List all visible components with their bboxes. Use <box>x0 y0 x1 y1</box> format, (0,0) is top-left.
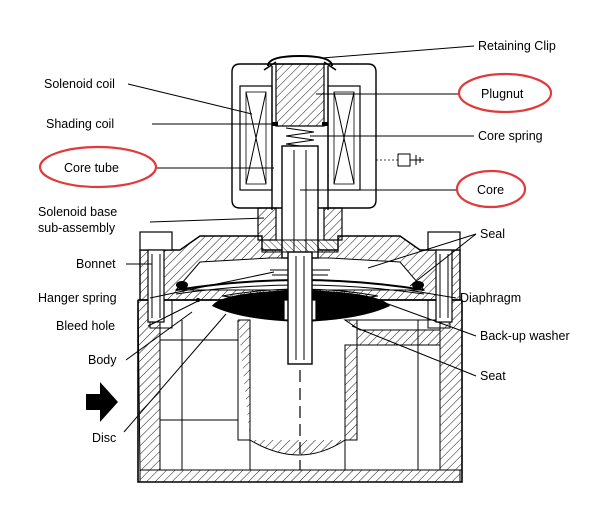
label-seat: Seat <box>480 369 506 383</box>
plugnut-highlight <box>457 72 553 114</box>
label-bleed-hole: Bleed hole <box>56 319 115 333</box>
label-retaining-clip: Retaining Clip <box>478 39 556 53</box>
label-plugnut: Plugnut <box>481 87 524 101</box>
label-solenoid-coil: Solenoid coil <box>44 77 115 91</box>
label-shading-coil: Shading coil <box>46 117 114 131</box>
label-hanger-spring: Hanger spring <box>38 291 117 305</box>
flow-direction-arrow-icon <box>86 382 118 422</box>
label-seal: Seal <box>480 227 505 241</box>
label-bonnet: Bonnet <box>76 257 116 271</box>
leader-lines <box>123 45 477 433</box>
label-solenoid-base-line1: Solenoid base <box>38 205 117 219</box>
label-core: Core <box>477 183 504 197</box>
label-core-spring: Core spring <box>478 129 543 143</box>
core-highlight <box>455 169 527 209</box>
label-diaphragm: Diaphragm <box>460 291 521 305</box>
label-core-tube: Core tube <box>64 161 119 175</box>
label-disc: Disc <box>92 431 116 445</box>
solenoid-assembly <box>231 54 424 259</box>
label-solenoid-base-line2: sub-assembly <box>38 221 116 235</box>
core-tube-highlight <box>38 145 158 189</box>
valve-body <box>137 299 463 483</box>
label-backup-washer: Back-up washer <box>480 329 570 343</box>
center-stem <box>287 251 313 470</box>
label-body: Body <box>88 353 117 367</box>
